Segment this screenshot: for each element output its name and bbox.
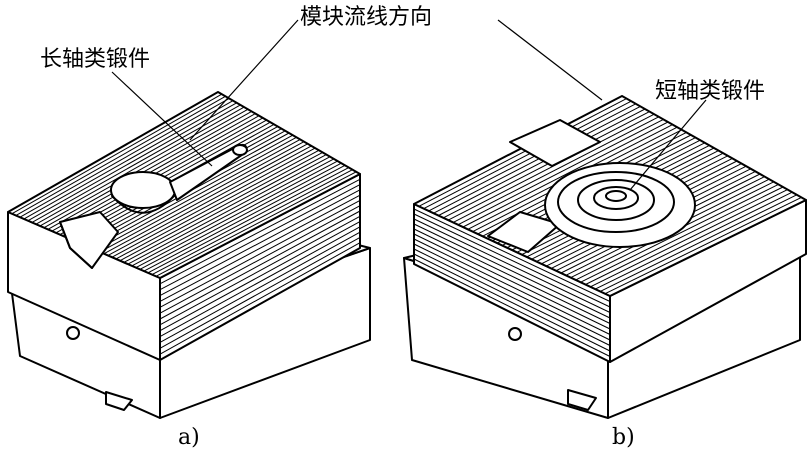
flow-line — [443, 111, 650, 219]
flow-line — [127, 156, 331, 265]
flow-line — [159, 210, 361, 320]
flow-line — [413, 223, 611, 319]
flow-line — [595, 191, 793, 290]
flow-line — [131, 158, 335, 267]
label-short-axis-forging: 短轴类锻件 — [655, 79, 766, 104]
flow-line — [135, 160, 338, 269]
pin-hole-b — [508, 327, 522, 341]
flow-line — [413, 228, 611, 324]
flow-line — [143, 164, 346, 272]
die-plate-a — [7, 91, 361, 361]
flow-line — [159, 205, 361, 314]
flow-line — [159, 189, 361, 297]
flow-line — [159, 221, 361, 332]
flow-line — [115, 149, 320, 260]
caption-a: a) — [178, 425, 200, 450]
flow-line — [428, 103, 637, 212]
leader-short-axis — [629, 99, 707, 191]
flow-line — [95, 139, 301, 251]
flow-line — [413, 218, 611, 313]
flow-line — [39, 108, 249, 227]
flow-line — [31, 104, 241, 223]
flow-line — [413, 238, 611, 335]
flow-line — [159, 226, 361, 338]
flow-line — [99, 141, 305, 253]
flow-line — [159, 178, 361, 285]
flow-line — [139, 162, 342, 270]
flow-line — [11, 93, 222, 215]
pin-hole-a — [66, 326, 80, 340]
flow-line — [119, 151, 323, 262]
flow-line — [580, 183, 779, 283]
flow-line — [413, 233, 611, 330]
flow-line — [590, 189, 788, 288]
leader-lines — [111, 19, 707, 191]
flow-line — [159, 199, 361, 308]
flow-line — [123, 154, 327, 263]
flow-line — [448, 113, 655, 221]
leader-flow-b — [497, 19, 603, 101]
long-axis-impression — [59, 143, 248, 269]
flow-line — [418, 98, 627, 207]
flow-line — [413, 208, 611, 302]
flow-line — [35, 106, 245, 225]
flow-line — [413, 253, 611, 352]
flow-line — [103, 143, 308, 255]
flow-line — [91, 136, 297, 249]
flow-line — [159, 236, 361, 349]
flow-line — [23, 100, 234, 220]
flow-line — [433, 105, 641, 214]
label-long-axis-forging: 长轴类锻件 — [40, 47, 151, 72]
flow-line — [423, 100, 632, 210]
flow-line — [457, 118, 664, 226]
leader-long-axis — [111, 71, 213, 167]
flow-line — [107, 145, 312, 256]
flow-line — [147, 167, 350, 274]
flow-line — [413, 248, 611, 346]
flow-line — [19, 98, 230, 218]
die-block-a — [7, 91, 371, 419]
flow-line — [159, 231, 361, 343]
flow-line — [111, 147, 316, 258]
flow-line — [43, 110, 252, 229]
short-axis-impression — [544, 162, 696, 248]
flow-line — [47, 113, 256, 230]
flow-line — [159, 215, 361, 326]
flow-line — [27, 102, 237, 222]
die-block-b — [403, 95, 807, 419]
flow-line — [151, 169, 353, 275]
flow-line — [413, 258, 611, 357]
flow-line — [159, 242, 361, 355]
caption-b: b) — [612, 425, 635, 450]
flow-line — [15, 95, 226, 216]
die-plate-b — [413, 95, 807, 363]
flow-line — [159, 194, 361, 302]
flow-line — [604, 196, 802, 295]
flow-line — [462, 121, 669, 228]
flow-line — [159, 184, 361, 291]
flow-line — [452, 116, 660, 223]
flow-line — [438, 108, 646, 216]
flow-line — [585, 186, 784, 285]
flow-line — [599, 194, 798, 292]
flow-line — [413, 213, 611, 308]
fiber-flow-lines-a-side — [159, 178, 361, 355]
fiber-flow-lines-b-side — [413, 208, 611, 357]
flow-line — [155, 171, 357, 277]
leader-flow-a — [189, 19, 299, 141]
flow-line — [413, 243, 611, 341]
label-flow-direction: 模块流线方向 — [300, 5, 433, 30]
